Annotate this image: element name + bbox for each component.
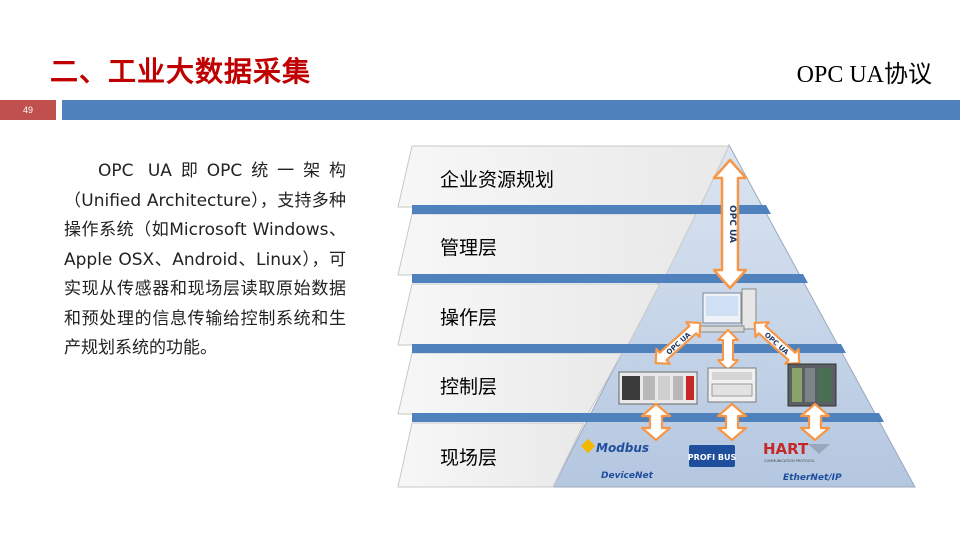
profibus-logo-text: PROFI BUS: [688, 453, 737, 462]
layer-label-control: 控制层: [440, 376, 498, 398]
plc-device-left: [618, 371, 698, 405]
description-paragraph: OPC UA即OPC统一架构（Unified Architecture），支持多…: [64, 161, 346, 358]
separator-band-4: [412, 413, 884, 422]
field-arrow-right: [799, 402, 831, 442]
ethernet-ip-logo: EtherNet/IP: [783, 473, 842, 483]
layer-label-field: 现场层: [440, 447, 498, 469]
separator-band-1: [412, 205, 771, 214]
layer-label-erp: 企业资源规划: [440, 169, 555, 191]
page-number: 49: [0, 100, 56, 120]
opc-ua-arrow-label: OPC UA: [727, 205, 737, 243]
opc-ua-vertical-arrow: OPC UA: [712, 158, 748, 290]
separator-band-3: [412, 344, 846, 353]
description-text: OPC UA即OPC统一架构（Unified Architecture），支持多…: [64, 157, 346, 364]
layer-tab-field: [397, 422, 585, 488]
devicenet-logo: DeviceNet: [601, 471, 654, 481]
field-arrow-left: [640, 402, 672, 442]
slide-subtitle: OPC UA协议: [796, 62, 932, 88]
profibus-logo: PROFI BUS: [688, 445, 737, 467]
plc-device-middle: [707, 367, 757, 403]
slide-title: 二、工业大数据采集: [50, 55, 312, 88]
layer-label-management: 管理层: [440, 237, 498, 259]
separator-band-2: [412, 274, 808, 283]
modbus-logo-text: Modbus: [596, 441, 649, 455]
hart-logo: HART COMMUNICATION PROTOCOL: [763, 440, 830, 463]
workstation-icon: [699, 288, 757, 333]
field-arrow-middle: [716, 402, 748, 442]
plc-device-right: [787, 363, 837, 407]
header-bar: [62, 100, 960, 120]
layer-label-operation: 操作层: [440, 307, 498, 329]
hart-logo-text: HART: [763, 440, 809, 458]
hart-subtitle-text: COMMUNICATION PROTOCOL: [764, 459, 815, 463]
layer-tab-control: [397, 352, 623, 415]
modbus-logo: Modbus: [580, 438, 649, 455]
layer-tab-operation: [397, 283, 661, 346]
